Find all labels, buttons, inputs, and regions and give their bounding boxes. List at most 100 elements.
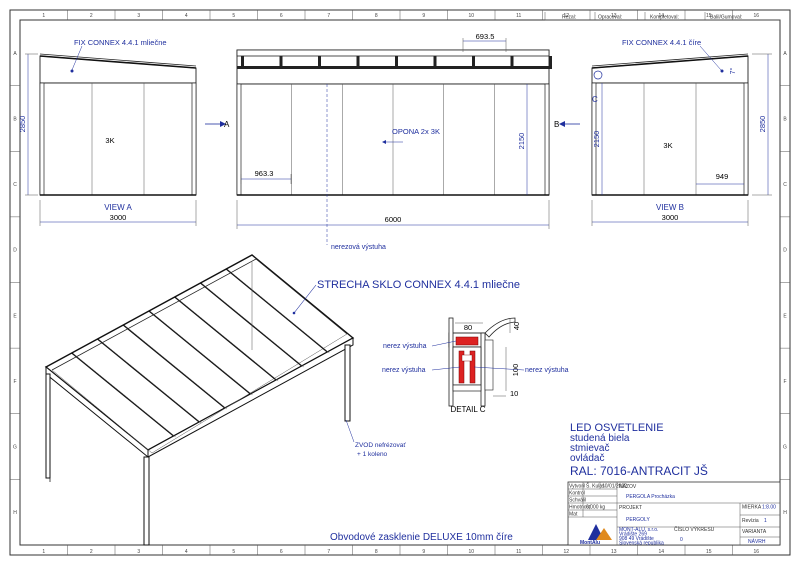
- view-a-panel-label: 3K: [105, 136, 114, 145]
- front-height: 2150: [517, 133, 526, 150]
- led-line-3: stmievač: [570, 443, 609, 454]
- grid-number: 9: [422, 549, 425, 555]
- grid-letter: H: [783, 510, 787, 516]
- grid-numbers-top: 1122334455667788991010111112121313141415…: [42, 10, 759, 555]
- view-a-width: 3000: [110, 213, 127, 222]
- grid-letter: E: [783, 313, 787, 319]
- roof-rafters: [71, 268, 330, 438]
- grid-number: 3: [137, 13, 140, 19]
- grid-number: 13: [611, 13, 617, 19]
- roof-rafter: [200, 282, 303, 367]
- grid-letter: G: [13, 445, 17, 451]
- roof-rafter-edge: [202, 283, 304, 368]
- ral-note: RAL: 7016-ANTRACIT JŠ: [570, 463, 708, 478]
- header-kompletoval: Kompletoval:: [650, 15, 679, 21]
- detail-dim-40: 40: [512, 322, 521, 330]
- title-block: Vytvoril Kontrol Schválil Hmotnosť Mat Š…: [567, 481, 781, 546]
- grid-number: 13: [611, 549, 617, 555]
- grid-number: 4: [185, 549, 188, 555]
- grid-letter: D: [783, 248, 787, 254]
- grid-number: 5: [232, 549, 235, 555]
- detail-dim-80: 80: [464, 323, 472, 332]
- view-b-width: 3000: [662, 213, 679, 222]
- view-a: FIX CONNEX 4.4.1 mliečne 3K 2850 VIEW A …: [18, 38, 230, 226]
- front-left-dim: 963.3: [255, 169, 274, 178]
- grid-number: 15: [706, 549, 712, 555]
- view-b-height-left: 2150: [592, 131, 601, 148]
- front-panels: [291, 84, 495, 195]
- roof-rafter-edge: [176, 297, 279, 382]
- notes: LED OSVETLENIE studená biela stmievač ov…: [330, 422, 708, 543]
- front-width: 6000: [385, 215, 402, 224]
- detail-c: 80 40 100 10 nerez výstuha nerez výstuha…: [382, 317, 569, 414]
- roof-rafter: [174, 296, 277, 381]
- grid-letter: F: [783, 379, 786, 385]
- grid-number: 2: [90, 13, 93, 19]
- view-a-height: 2850: [18, 116, 27, 133]
- view-b-caption: VIEW B: [656, 203, 684, 212]
- roof-rafter-edge: [99, 339, 202, 424]
- grid-number: 8: [375, 13, 378, 19]
- front-rafters: [241, 56, 552, 69]
- front-rafter: [279, 56, 283, 69]
- tb-revizia: 1: [764, 518, 767, 524]
- front-curtain-label: OPONA 2x 3K: [392, 127, 440, 136]
- grid-number: 12: [563, 13, 569, 19]
- roof-rafter-edge: [228, 269, 330, 354]
- view-a-glass-label: FIX CONNEX 4.4.1 mliečne: [74, 38, 167, 47]
- header-opracoval: Opracoval:: [598, 15, 622, 21]
- grid-number: 11: [516, 13, 521, 19]
- grid-letter: C: [13, 182, 17, 188]
- tb-cislo-label: ČÍSLO VÝKRESU: [674, 526, 715, 533]
- front-rafter: [510, 56, 514, 69]
- grid-letter: G: [783, 445, 787, 451]
- led-line-2: studená biela: [570, 433, 630, 444]
- tb-row-mat: Mat: [569, 512, 578, 518]
- grid-number: 4: [185, 13, 188, 19]
- detail-label-3: nerez výstuha: [525, 367, 569, 374]
- header-row: Rezal: Opracoval: Kompletoval: Balil/Gum…: [544, 12, 780, 21]
- grid-number: 14: [658, 13, 664, 19]
- roof-rafter-edge: [125, 325, 228, 410]
- tb-date: 10/01/2022: [602, 484, 627, 490]
- grid-number: 1: [42, 549, 45, 555]
- grid-number: 14: [658, 549, 664, 555]
- grid-number: 1: [42, 13, 45, 19]
- front-rafter: [549, 56, 552, 69]
- detail-label-1: nerez výstuha: [383, 343, 427, 350]
- glazing-note: Obvodové zasklenie DELUXE 10mm číre: [330, 532, 513, 543]
- tb-company-4: Slovenská republika: [619, 540, 664, 546]
- grid-number: 16: [753, 549, 759, 555]
- view-b-panel-label: 3K: [663, 141, 672, 150]
- header-rezal: Rezal:: [562, 15, 576, 21]
- grid-number: 7: [327, 13, 330, 19]
- grid-number: 6: [280, 13, 283, 19]
- grid-letter: A: [13, 51, 17, 57]
- montalu-logo-icon: [588, 524, 612, 540]
- grid-number: 7: [327, 549, 330, 555]
- tb-cislo: 0: [680, 537, 683, 543]
- tb-logo-text: MontAlu: [580, 540, 600, 546]
- tb-company-1: MONT-ALU, s.r.o.: [619, 527, 658, 533]
- tb-varianta-label: VARIANTA: [742, 529, 767, 535]
- gutter-note: ZVOD nefrézovať: [355, 442, 406, 449]
- grid-number: 5: [232, 13, 235, 19]
- view-b-glass-label: FIX CONNEX 4.4.1 číre: [622, 38, 701, 47]
- detail-dim-10: 10: [510, 389, 518, 398]
- grid-letter: C: [783, 182, 787, 188]
- view-a-caption: VIEW A: [104, 203, 132, 212]
- roof-rafter: [225, 268, 328, 353]
- tb-nazov: PERGOLA Procházka: [626, 494, 675, 500]
- front-top-dim: 693.5: [476, 32, 495, 41]
- grid-letter: F: [13, 379, 16, 385]
- tb-weight: 0,000 kg: [586, 505, 605, 511]
- grid-number: 10: [468, 549, 474, 555]
- roof-rafter: [148, 310, 251, 395]
- grid-letter: B: [783, 116, 787, 122]
- grid-letter: E: [13, 313, 17, 319]
- isometric-pergola: STRECHA SKLO CONNEX 4.4.1 mliečne ZVOD n…: [44, 254, 520, 546]
- detail-label-2: nerez výstuha: [382, 367, 426, 374]
- tb-mierka-label: MIERKA: [742, 505, 762, 511]
- roof-rafter-edge: [150, 311, 253, 396]
